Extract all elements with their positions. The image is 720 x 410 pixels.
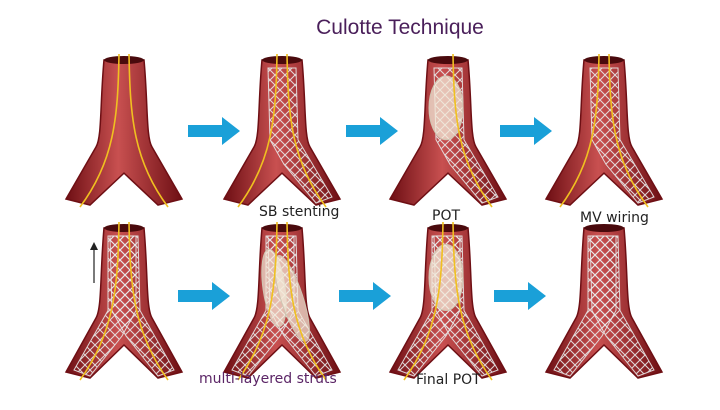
vessel xyxy=(64,59,184,206)
guidewire-main xyxy=(79,221,120,381)
vessel-opening xyxy=(584,56,624,64)
guidewire-main xyxy=(79,53,120,208)
guidewire-side xyxy=(608,53,649,208)
vessel-opening xyxy=(428,224,468,232)
process-arrow-6 xyxy=(494,282,546,310)
guidewire-main xyxy=(403,221,444,381)
label-multi-layered-struts: multi-layered struts xyxy=(199,371,337,387)
step-2-2 xyxy=(222,221,342,381)
step-1-3 xyxy=(388,53,508,208)
main-branch-stent xyxy=(73,235,137,377)
guidewire-side xyxy=(128,221,169,381)
guidewire-main xyxy=(237,53,278,208)
guidewire-side xyxy=(286,53,327,208)
process-arrow-3 xyxy=(500,117,552,145)
side-branch-stent xyxy=(589,67,655,204)
process-arrow-1 xyxy=(188,117,240,145)
vessel-opening xyxy=(428,56,468,64)
vessel-opening xyxy=(262,224,302,232)
process-arrow-4 xyxy=(178,282,230,310)
vessel-opening xyxy=(262,56,302,64)
step-2-3 xyxy=(388,221,508,381)
process-arrow-2 xyxy=(346,117,398,145)
vessel-opening xyxy=(104,224,144,232)
guidewire-side xyxy=(452,53,493,208)
step-2-1 xyxy=(64,221,184,381)
label-pot: POT xyxy=(432,208,461,224)
process-arrow-5 xyxy=(339,282,391,310)
guidewire-side xyxy=(452,221,493,381)
guidewire-side xyxy=(128,53,169,208)
pullback-arrow-head xyxy=(90,242,98,250)
guidewire-side xyxy=(286,221,327,381)
diagram-title: Culotte Technique xyxy=(316,16,484,39)
label-sb-stenting: SB stenting xyxy=(259,204,340,220)
vessel-opening xyxy=(584,224,624,232)
vessel-opening xyxy=(104,56,144,64)
guidewire-main xyxy=(559,53,600,208)
step-1-1 xyxy=(64,53,184,208)
step-1-2 xyxy=(222,53,342,208)
step-2-4 xyxy=(544,224,664,379)
side-branch-stent xyxy=(267,67,333,204)
step-1-4 xyxy=(544,53,664,208)
label-mv-wiring: MV wiring xyxy=(580,210,649,226)
main-branch-stent xyxy=(553,235,617,377)
label-final-pot: Final POT xyxy=(416,372,481,388)
guidewire-main xyxy=(237,221,278,381)
